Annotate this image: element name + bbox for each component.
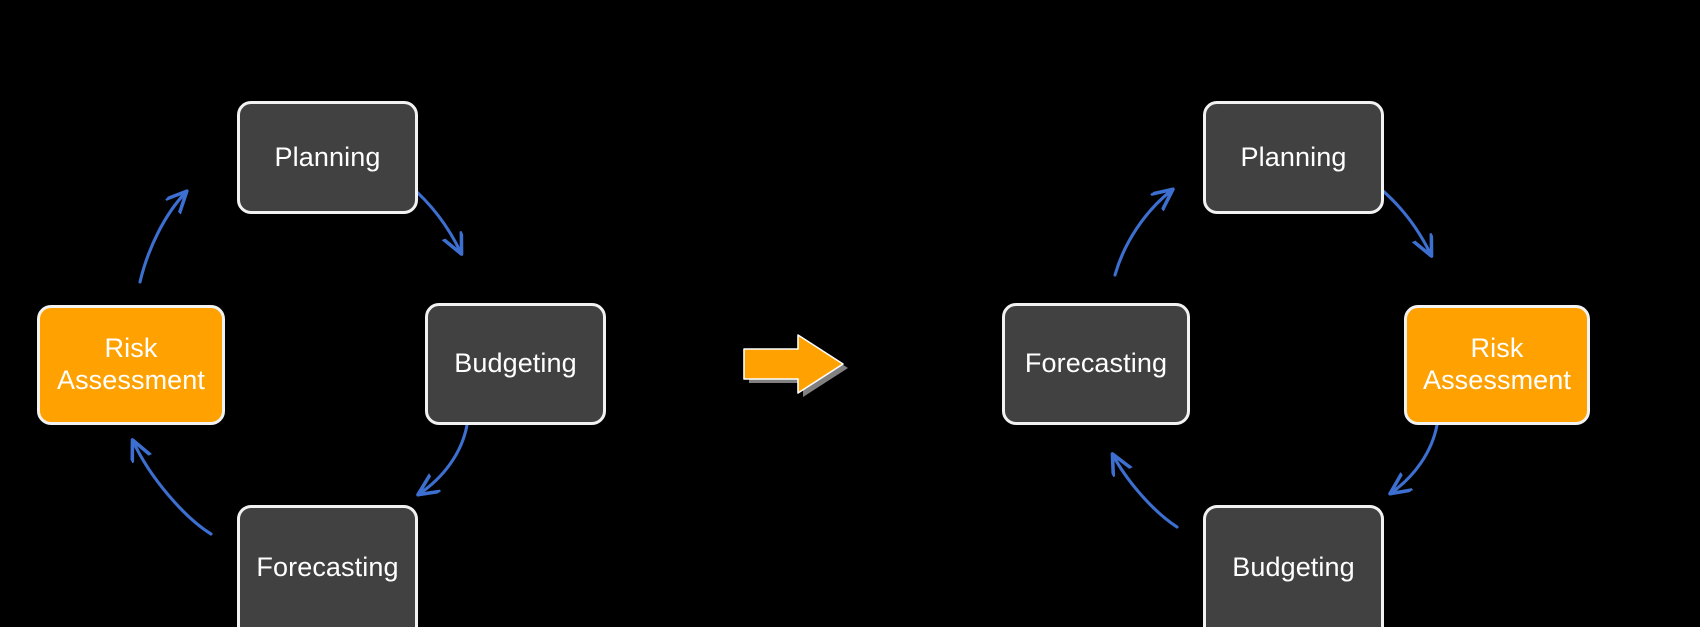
right-node-risk-line1: Risk [1470,333,1524,364]
left-node-risk-assessment[interactable]: Risk Assessment [37,305,225,425]
left-node-planning[interactable]: Planning [237,101,418,214]
right-node-budgeting-label: Budgeting [1232,551,1355,582]
left-node-risk-line2: Assessment [56,365,206,395]
left-node-risk-line1: Risk [104,333,158,364]
right-node-planning[interactable]: Planning [1203,101,1384,214]
left-node-risk-assessment-label: Risk Assessment [51,333,211,397]
edge-planning-to-risk [1374,183,1431,255]
right-node-risk-assessment[interactable]: Risk Assessment [1404,305,1590,425]
right-node-budgeting[interactable]: Budgeting [1203,505,1384,627]
edge-budgeting-to-forecasting-right [1113,455,1179,529]
left-node-planning-label: Planning [274,141,381,172]
transition-arrow [743,334,848,397]
left-node-forecasting[interactable]: Forecasting [237,505,418,627]
left-node-budgeting[interactable]: Budgeting [425,303,606,425]
right-block-arrow-icon [743,334,844,394]
edge-forecasting-to-planning [1113,190,1172,277]
left-node-forecasting-label: Forecasting [256,551,399,582]
right-node-forecasting[interactable]: Forecasting [1002,303,1190,425]
right-node-planning-label: Planning [1240,141,1347,172]
right-node-forecasting-label: Forecasting [1024,348,1168,379]
edge-risk-to-budgeting [1391,423,1439,493]
right-node-risk-assessment-label: Risk Assessment [1417,333,1577,397]
left-node-budgeting-label: Budgeting [454,348,577,379]
right-node-risk-line2: Assessment [1422,365,1572,395]
